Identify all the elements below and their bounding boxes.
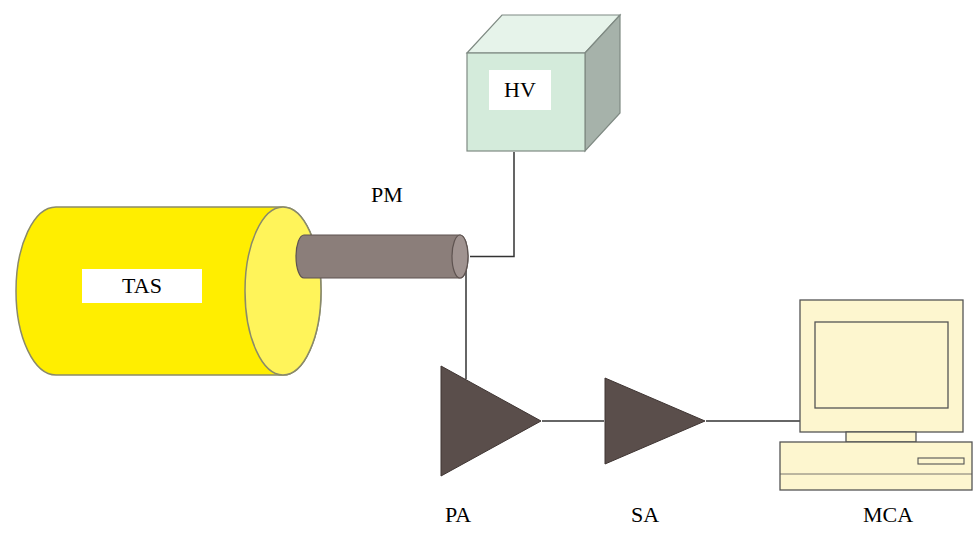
part-label: PM [371, 182, 403, 208]
computer-base [780, 442, 972, 490]
monitor-stand [846, 432, 916, 442]
label-box: HV [489, 70, 551, 110]
drive-slot [918, 458, 964, 464]
part-label: MCA [863, 502, 913, 528]
amplifier-symbol [441, 366, 541, 476]
shape-outline [440, 365, 542, 477]
monitor-screen [815, 322, 948, 408]
signal-wire [465, 257, 467, 380]
shape-outline [778, 298, 974, 494]
part-label: SA [631, 502, 659, 528]
shaping-amplifier-triangle: SA [604, 377, 706, 465]
cube-front-face [467, 53, 585, 151]
photomultiplier-tube: PM [296, 234, 470, 279]
multichannel-analyzer-computer: MCA [778, 298, 974, 494]
label-box: TAS [82, 269, 202, 303]
signal-wire [470, 152, 514, 257]
shape-outline [296, 234, 470, 279]
scintillator-cylinder: TAS [8, 205, 322, 377]
preamplifier-triangle: PA [440, 365, 542, 477]
cube-side-face [585, 15, 620, 151]
cylinder-body [16, 207, 321, 375]
monitor-case [800, 300, 963, 432]
tube-end-face [452, 235, 468, 278]
tube-body [296, 235, 468, 278]
cylinder-end-face [245, 207, 321, 375]
high-voltage-supply: HV [465, 13, 622, 152]
base-divider [780, 474, 972, 475]
part-label: PA [445, 502, 471, 528]
shape-outline [604, 377, 706, 465]
signal-wire [542, 420, 604, 422]
amplifier-symbol [605, 378, 705, 464]
signal-wire [706, 420, 800, 422]
